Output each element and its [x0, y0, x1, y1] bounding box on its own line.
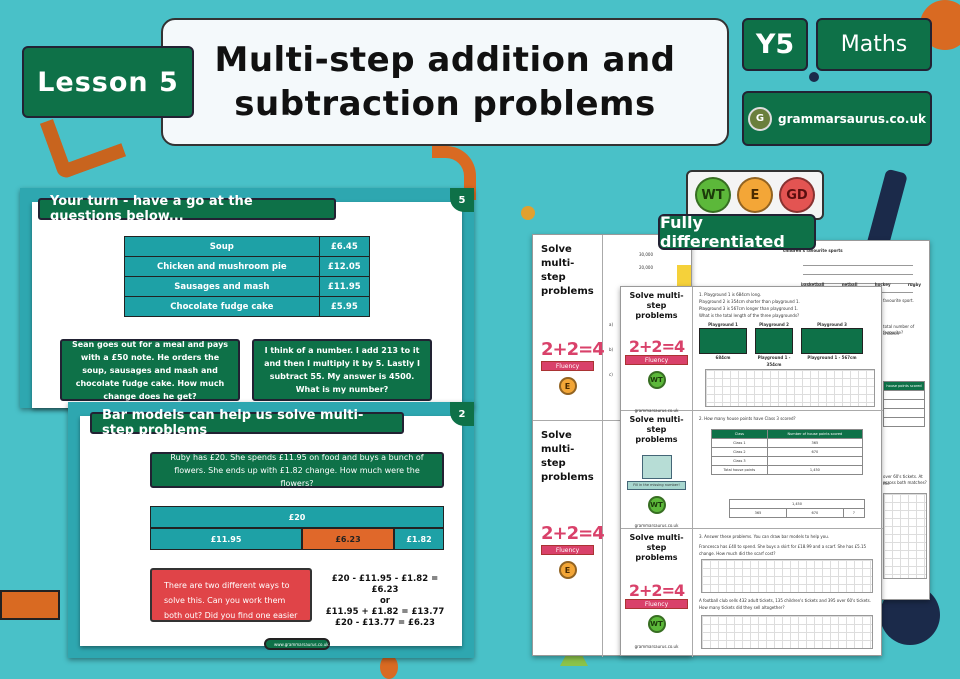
worksheet-front-section-3-content: 3. Answer these problems. You can draw b…: [693, 529, 883, 657]
slide-2-frame: 2 Bar models can help us solve multi-ste…: [68, 402, 474, 658]
decorative-orange-dot: [380, 655, 398, 679]
lesson-title-line1: Multi-step addition and: [214, 40, 676, 80]
fluency-tag: Fluency: [541, 361, 594, 371]
fluency-tag: Fluency: [625, 355, 688, 365]
slide-5-frame: 5 Your turn - have a go at the questions…: [20, 188, 474, 408]
prompt-box: There are two different ways to solve th…: [150, 568, 312, 635]
chart-x-labels: basketball netball hockey rugby: [801, 282, 921, 287]
lesson-title-card: Multi-step addition and subtraction prob…: [161, 18, 729, 146]
website-label: grammarsaurus.co.uk: [777, 111, 926, 126]
differentiation-levels: WT E GD: [686, 170, 824, 220]
level-e-badge: E: [558, 377, 577, 395]
worksheet-section-2: Solve multi-step problems 2+2=4 Fluency …: [533, 421, 605, 657]
chart-title-fragment: children's favourite sports: [783, 248, 843, 253]
menu-price-table: Soup£6.45 Chicken and mushroom pie£12.05…: [124, 236, 371, 317]
playground-3-bar: [801, 328, 863, 354]
equation-2: £11.95 + £1.82 = £13.77: [325, 607, 445, 617]
slide-heading: Bar models can help us solve multi-step …: [90, 408, 404, 438]
decorative-yellow-dot: [521, 206, 535, 220]
fluency-equation-icon: 2+2=4: [628, 337, 685, 356]
bar-part-change: £1.82: [394, 528, 444, 550]
worksheet-front-section-2-content: 2. How many house points have Class 3 sc…: [693, 411, 883, 529]
bar-model-total: £20: [150, 506, 444, 528]
slide-footer-website[interactable]: www.grammarsaurus.co.uk: [264, 638, 330, 650]
slide-5[interactable]: 5 Your turn - have a go at the questions…: [32, 188, 474, 408]
table-row: Soup£6.45: [124, 236, 371, 257]
slide-number-badge: 2: [450, 402, 474, 426]
solution-equations: £20 - £11.95 - £1.82 = £6.23 or £11.95 +…: [320, 574, 450, 629]
bar-total-segment: £20: [150, 506, 444, 528]
lesson-title-line2: subtraction problems: [234, 84, 656, 124]
fluency-equation-icon: 2+2=4: [541, 339, 605, 360]
answer-grid[interactable]: [701, 559, 873, 593]
table-row: Sausages and mash£11.95: [124, 276, 371, 297]
grammarsaurus-logo-icon: G: [747, 106, 772, 131]
worksheet-section-1: Solve multi-step problems 2+2=4 Fluency …: [533, 235, 605, 421]
worksheet-front-section-1-content: 1. Playground 1 is 684cm long. Playgroun…: [693, 287, 883, 411]
bar-model-parts: £11.95 £6.23 £1.82: [150, 528, 444, 550]
decorative-navy-dot: [809, 72, 819, 82]
fluency-tag: Fluency: [625, 599, 688, 609]
bar-part-food: £11.95: [150, 528, 302, 550]
playground-1-bar: [699, 328, 747, 354]
worksheet-front-section-3: Solve multi-step problems 2+2=4 Fluency …: [621, 529, 693, 657]
fluency-equation-icon: 2+2=4: [628, 581, 685, 600]
fluency-tag: Fluency: [541, 545, 594, 555]
slide-heading: Your turn - have a go at the questions b…: [38, 194, 336, 224]
slide-2[interactable]: 2 Bar models can help us solve multi-ste…: [80, 402, 474, 650]
fully-differentiated-label: Fully differentiated: [658, 213, 816, 251]
playground-bars: Playground 1 684cm Playground 2 Playgrou…: [699, 321, 879, 368]
year-group-badge: Y5: [742, 18, 808, 71]
level-e-badge: E: [558, 561, 577, 579]
level-wt-badge: WT: [647, 496, 666, 514]
puzzle-icon: [641, 455, 672, 479]
answer-grid[interactable]: [883, 493, 927, 579]
equation-or: or: [379, 596, 391, 606]
lesson-number-badge: Lesson 5: [22, 46, 194, 118]
problem-box: Ruby has £20. She spends £11.95 on food …: [150, 452, 444, 488]
level-wt-badge: WT: [695, 177, 731, 213]
table-row: Chocolate fudge cake£5.95: [124, 296, 371, 317]
level-wt-badge: WT: [647, 371, 666, 389]
equation-3: £20 - £13.77 = £6.23: [335, 618, 435, 628]
table-row: Chicken and mushroom pie£12.05: [124, 256, 371, 277]
level-wt-badge: WT: [647, 615, 666, 633]
worksheet-front[interactable]: Solve multi-step problems 2+2=4 Fluency …: [620, 286, 883, 657]
worksheet-front-section-1: Solve multi-step problems 2+2=4 Fluency …: [621, 287, 693, 413]
fluency-equation-icon: 2+2=4: [541, 523, 605, 544]
question-box-number: I think of a number. I add 213 to it and…: [252, 339, 432, 401]
worksheet-front-section-2: Solve multi-step problems Fill in the mi…: [621, 411, 693, 529]
answer-grid[interactable]: [705, 369, 875, 407]
question-box-change: Sean goes out for a meal and pays with a…: [60, 339, 240, 401]
level-e-badge: E: [737, 177, 773, 213]
bar-part-flowers: £6.23: [302, 528, 394, 550]
subject-badge: Maths: [816, 18, 932, 71]
decorative-orange-blob: [0, 590, 60, 620]
answer-grid[interactable]: [701, 615, 873, 649]
puzzle-label: Fill in the missing number!: [627, 481, 686, 490]
slide-number-badge: 5: [450, 188, 474, 212]
playground-2-bar: [755, 328, 793, 354]
equation-1: £20 - £11.95 - £1.82 = £6.23: [331, 574, 439, 595]
house-points-table-fragment: house points scored: [883, 381, 925, 427]
website-badge[interactable]: G grammarsaurus.co.uk: [742, 91, 932, 146]
level-gd-badge: GD: [779, 177, 815, 213]
